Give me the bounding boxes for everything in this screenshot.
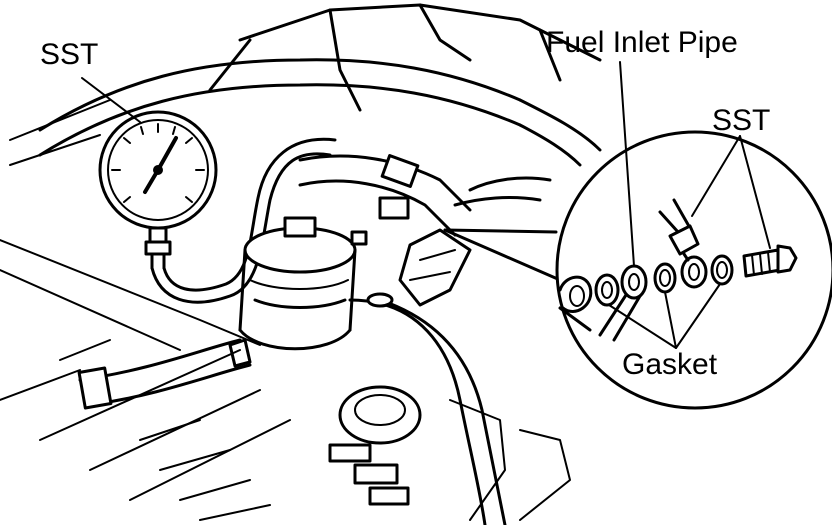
sst-union-bolt [742,244,798,278]
detail-callout-pointer [443,228,562,282]
lower-hoses [77,292,507,525]
gasket-label: Gasket [622,348,718,381]
delivery-pipe-union [298,154,552,307]
fuel-inlet-pipe-union [598,264,648,342]
fuel-inlet-pipe-label: Fuel Inlet Pipe [546,26,738,59]
sst-union-fitting [658,198,708,289]
sst-bolt-leader-1 [691,135,741,217]
fuel-inlet-pipe-leader [619,61,635,267]
pressure-gauge [98,110,337,304]
pressure-regulator [328,385,422,506]
label-leaders [608,61,771,349]
sst-bolt-label: SST [712,104,771,137]
gasket-3 [710,254,734,286]
sst-gauge-label: SST [40,38,99,71]
gasket-leader-1 [608,304,677,349]
engine-background [0,3,602,521]
fuel-filter [238,216,368,351]
sst-bolt-leader-2 [739,135,771,249]
gasket-leader-3 [675,283,721,349]
gasket-1 [594,273,620,307]
gasket-leader-2 [664,291,677,349]
gasket-2 [653,262,677,294]
delivery-pipe-end [558,275,593,332]
exploded-fitting-parts [558,198,798,342]
fuel-hose-upper [38,58,602,167]
sst-gauge-leader [81,77,141,123]
